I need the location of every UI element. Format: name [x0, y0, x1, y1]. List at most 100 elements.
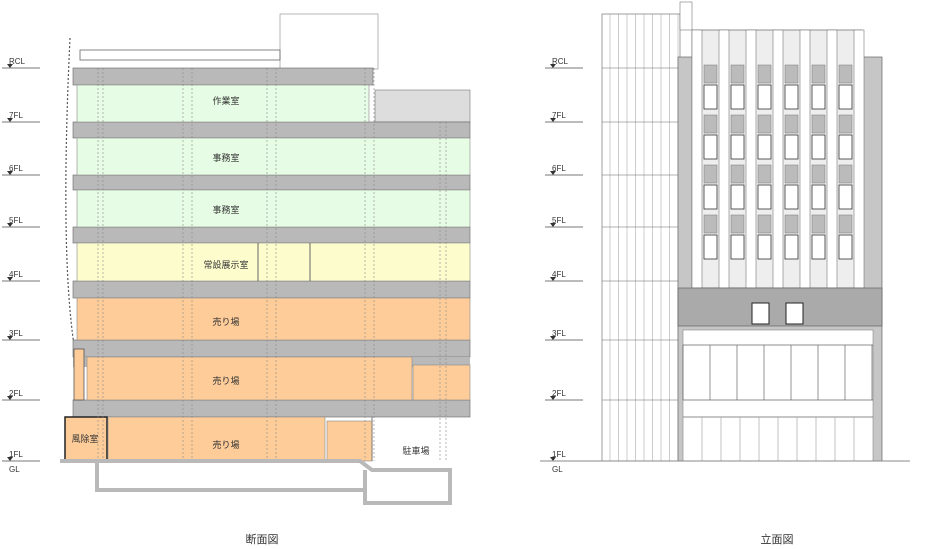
vent-opening: [751, 302, 770, 325]
level-triangle-icon: [550, 118, 556, 122]
louver-panel: [811, 164, 826, 184]
level-label: 5FL: [9, 216, 23, 225]
level-triangle-icon: [550, 336, 556, 340]
label-sales-3f: 売り場: [212, 316, 239, 328]
label-sales-1f: 売り場: [212, 439, 239, 451]
window: [784, 134, 799, 160]
window: [757, 84, 772, 110]
label-office-5f: 事務室: [212, 204, 239, 216]
room-sales-2f-annex: [412, 364, 471, 401]
slab-6f: [72, 174, 471, 191]
elevation-caption: 立面図: [761, 532, 794, 546]
louver-panel: [838, 114, 853, 134]
louver-panel: [757, 214, 772, 234]
window: [784, 184, 799, 210]
fin: [745, 29, 757, 289]
column-grid: [97, 68, 447, 461]
level-triangle-icon: [7, 171, 13, 175]
basement-foundation: [60, 459, 452, 505]
louver-panel: [757, 64, 772, 84]
curtain-wall-panels: [682, 344, 873, 461]
fin: [826, 29, 838, 289]
slab-7f: [72, 121, 471, 139]
window: [730, 184, 745, 210]
window: [757, 134, 772, 160]
window: [838, 234, 853, 260]
window: [838, 134, 853, 160]
window: [838, 84, 853, 110]
slab-5f: [72, 226, 471, 244]
slab-2f: [72, 399, 471, 418]
section-drawing: 作業室 事務室 事務室 常設展示室 売り場 売り場 売り場 風除室 駐車場 断面…: [60, 13, 471, 546]
window: [811, 184, 826, 210]
window: [838, 184, 853, 210]
level-label: 7FL: [552, 111, 566, 120]
level-label: 3FL: [552, 329, 566, 338]
level-triangle-icon: [7, 277, 13, 281]
window: [730, 134, 745, 160]
level-label: 1FL: [9, 450, 23, 459]
level-label: 2FL: [9, 389, 23, 398]
fin: [853, 29, 865, 289]
section-caption: 断面図: [246, 532, 279, 546]
roof-railing: [79, 49, 281, 61]
louver-panel: [757, 114, 772, 134]
louver-panel: [811, 214, 826, 234]
window: [757, 234, 772, 260]
louver-panel: [703, 64, 718, 84]
level-label: GL: [9, 465, 20, 474]
room-workroom: [76, 84, 370, 123]
window: [730, 84, 745, 110]
level-triangle-icon: [7, 64, 13, 68]
level-label: 2FL: [552, 389, 566, 398]
fin: [799, 29, 811, 289]
level-label: 3FL: [9, 329, 23, 338]
level-label: RCL: [9, 57, 26, 66]
level-label: 1FL: [552, 450, 566, 459]
window: [703, 184, 718, 210]
louver-panel: [703, 164, 718, 184]
louver-panel: [784, 114, 799, 134]
window: [811, 84, 826, 110]
room-windbreak: [64, 416, 108, 462]
louver-panel: [784, 164, 799, 184]
penthouse-outline: [279, 13, 379, 70]
fin: [691, 29, 703, 289]
window: [757, 184, 772, 210]
louver-panel: [784, 214, 799, 234]
level-triangle-icon: [7, 336, 13, 340]
louver-panel: [838, 214, 853, 234]
louver-panel: [730, 164, 745, 184]
level-label: 4FL: [9, 270, 23, 279]
window: [703, 84, 718, 110]
level-label: 6FL: [552, 164, 566, 173]
rooftop-equipment: [374, 89, 471, 123]
neighbor-building: [601, 13, 681, 462]
level-triangle-icon: [7, 118, 13, 122]
facade-strip-2f: [73, 348, 85, 401]
level-label: RCL: [552, 57, 569, 66]
level-triangle-icon: [550, 171, 556, 175]
level-label: 6FL: [9, 164, 23, 173]
louver-panel: [784, 64, 799, 84]
window: [811, 234, 826, 260]
level-triangle-icon: [550, 64, 556, 68]
louver-panel: [838, 164, 853, 184]
window: [811, 134, 826, 160]
louver-panel: [757, 164, 772, 184]
rooftop-structure: [679, 1, 693, 31]
louver-panel: [703, 214, 718, 234]
room-sales-1f: [107, 416, 326, 462]
level-triangle-icon: [7, 457, 13, 461]
louver-panel: [703, 114, 718, 134]
level-triangle-icon: [550, 223, 556, 227]
level-triangle-icon: [550, 457, 556, 461]
level-triangle-icon: [550, 277, 556, 281]
label-windbreak: 風除室: [71, 433, 98, 445]
window: [784, 234, 799, 260]
vent-opening: [785, 302, 804, 325]
louver-panel: [811, 64, 826, 84]
facade-fin-line: [65, 37, 75, 346]
